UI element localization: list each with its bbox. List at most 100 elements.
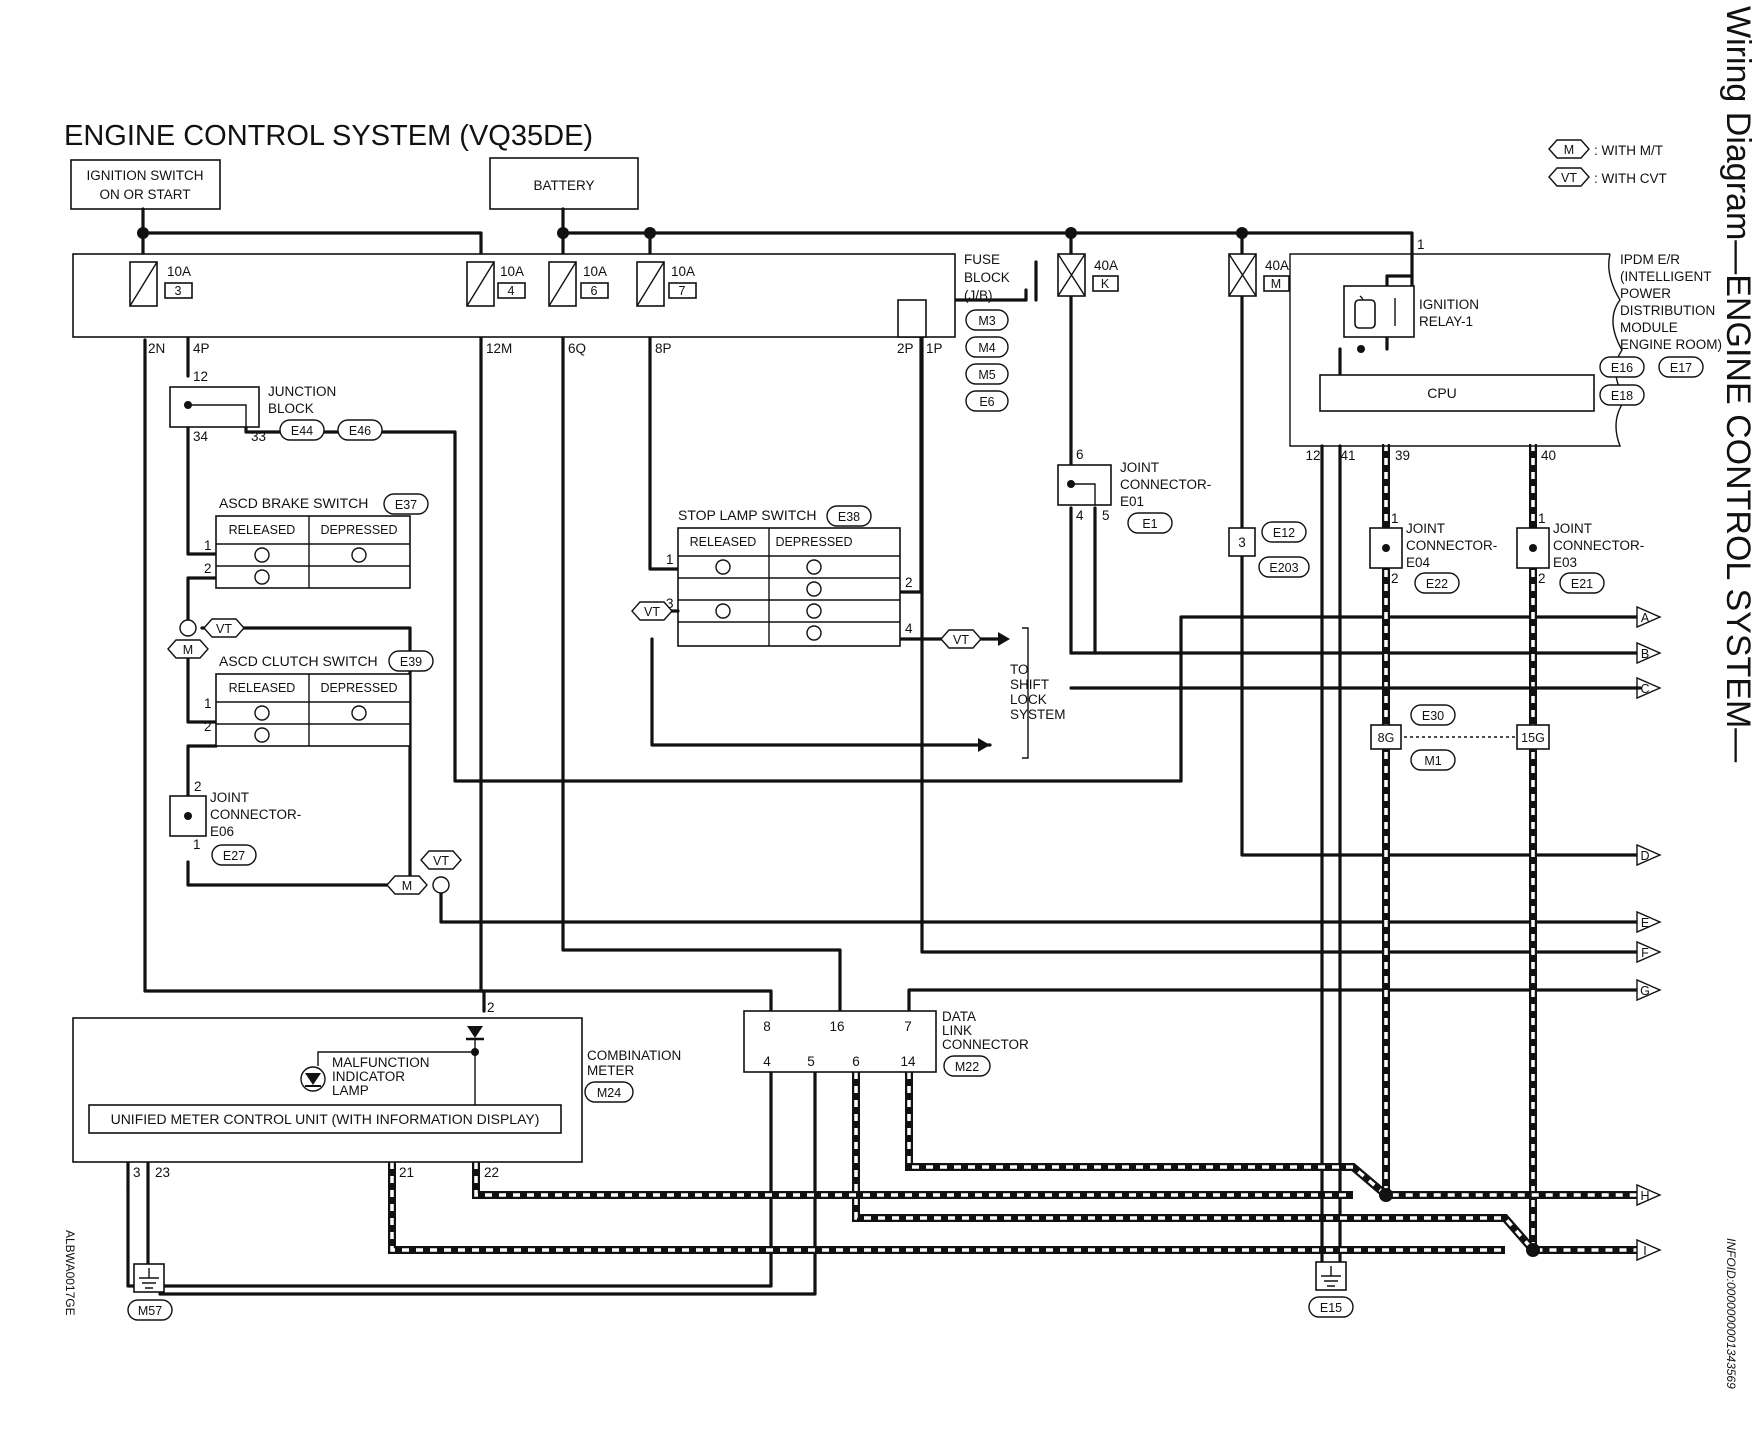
ipdm-label-6: ENGINE ROOM) bbox=[1620, 337, 1722, 352]
fuse-pin-6q: 6Q bbox=[568, 341, 586, 356]
stop-lamp-switch-connector: E38 bbox=[838, 510, 860, 524]
joint-e03-label-2: CONNECTOR- bbox=[1553, 538, 1644, 553]
e30-connector-e30: E30 bbox=[1422, 709, 1444, 723]
stop-lamp-pin-2: 2 bbox=[905, 575, 913, 590]
fusible-link-m-letter: M bbox=[1271, 277, 1281, 291]
ground-m57-label: M57 bbox=[138, 1304, 162, 1318]
diagram-title: ENGINE CONTROL SYSTEM (VQ35DE) bbox=[64, 120, 593, 152]
fuse-3-number: 3 bbox=[175, 284, 182, 298]
legend-text-mt: : WITH M/T bbox=[1594, 143, 1663, 158]
ipdm-label-2: (INTELLIGENT bbox=[1620, 269, 1712, 284]
fuse-block-connector-m5: M5 bbox=[978, 368, 995, 382]
legend-badge-m: M bbox=[1564, 143, 1574, 157]
stop-lamp-pin-1: 1 bbox=[666, 552, 674, 567]
dlc-pin-4: 4 bbox=[763, 1054, 771, 1069]
stop-lamp-released: RELEASED bbox=[690, 535, 757, 549]
cpu-box bbox=[1319, 374, 1595, 412]
ascd-clutch-depressed: DEPRESSED bbox=[320, 681, 397, 695]
fuse-4-number: 4 bbox=[508, 284, 515, 298]
badge-m-2 bbox=[386, 875, 428, 895]
e12-connector-box bbox=[1228, 527, 1256, 557]
cpu-label: CPU bbox=[1427, 385, 1457, 401]
fusible-links bbox=[1057, 253, 1290, 297]
shift-lock-label-2: SHIFT bbox=[1010, 677, 1049, 692]
combination-meter-label-1: COMBINATION bbox=[587, 1048, 681, 1063]
e30-connector-m1: M1 bbox=[1424, 754, 1441, 768]
ipdm-label-4: DISTRIBUTION bbox=[1620, 303, 1715, 318]
stop-lamp-pin-3: 3 bbox=[666, 596, 674, 611]
junction-block-connector-e46: E46 bbox=[349, 424, 371, 438]
dlc-pin-7: 7 bbox=[904, 1019, 912, 1034]
unified-meter-control-unit bbox=[88, 1104, 562, 1134]
shift-lock-label-3: LOCK bbox=[1010, 692, 1047, 707]
ipdm-pin-39: 39 bbox=[1395, 448, 1410, 463]
stop-lamp-switch-table bbox=[677, 527, 901, 647]
solid-wires bbox=[126, 207, 1642, 1296]
joint-e01-pin-5: 5 bbox=[1102, 508, 1110, 523]
ignition-relay-label-2: RELAY-1 bbox=[1419, 314, 1473, 329]
ipdm-connectors bbox=[1599, 356, 1704, 406]
joint-e03-label-1: JOINT bbox=[1553, 521, 1592, 536]
ascd-brake-pin-2: 2 bbox=[204, 561, 212, 576]
side-title: Wiring Diagram—ENGINE CONTROL SYSTEM— bbox=[1719, 6, 1757, 762]
combination-meter-box bbox=[72, 1017, 583, 1163]
ascd-clutch-released: RELEASED bbox=[229, 681, 296, 695]
joint-e01-box bbox=[1057, 464, 1112, 506]
legend: M : WITH M/T VT : WITH CVT bbox=[1548, 139, 1667, 187]
shift-lock-label-1: TO bbox=[1010, 662, 1029, 677]
e30-pin-15g-box bbox=[1516, 724, 1550, 750]
joint-e04-pin-2: 2 bbox=[1391, 571, 1399, 586]
stop-lamp-switch-label: STOP LAMP SWITCH bbox=[678, 507, 816, 523]
joint-e03-label-3: E03 bbox=[1553, 555, 1577, 570]
joint-e01-pin-4: 4 bbox=[1076, 508, 1084, 523]
dlc-pin-5: 5 bbox=[807, 1054, 815, 1069]
fuse-pin-4p: 4P bbox=[193, 341, 210, 356]
battery-label: BATTERY bbox=[533, 178, 594, 193]
joint-e06-label-3: E06 bbox=[210, 824, 234, 839]
output-e: E bbox=[1641, 916, 1649, 930]
e12-connector-pin: 3 bbox=[1238, 535, 1246, 550]
combination-meter-connector: M24 bbox=[597, 1086, 621, 1100]
ground-e15-icon bbox=[1315, 1261, 1347, 1291]
ascd-brake-depressed: DEPRESSED bbox=[320, 523, 397, 537]
junction-block-label-2: BLOCK bbox=[268, 401, 314, 416]
badge-vt-2-text: VT bbox=[433, 854, 449, 868]
e12-connector-e203: E203 bbox=[1269, 561, 1298, 575]
joint-e04-label-3: E04 bbox=[1406, 555, 1431, 570]
badge-m-1 bbox=[167, 639, 209, 659]
fuse-block-label-3: (J/B) bbox=[964, 288, 993, 303]
can-wires bbox=[388, 444, 1640, 1254]
side-code-right: INFOID:0000000001343569 bbox=[1724, 1238, 1738, 1389]
e12-connector-e12: E12 bbox=[1273, 526, 1295, 540]
fuse-block-label-1: FUSE bbox=[964, 252, 1000, 267]
joint-e01-label-1: JOINT bbox=[1120, 460, 1159, 475]
fuse-block-connector-e6: E6 bbox=[979, 395, 994, 409]
joint-e06-label-2: CONNECTOR- bbox=[210, 807, 301, 822]
ipdm-label-5: MODULE bbox=[1620, 320, 1678, 335]
ascd-clutch-switch-connector: E39 bbox=[400, 655, 422, 669]
dlc-pin-8: 8 bbox=[763, 1019, 771, 1034]
junction-block-connector-e44: E44 bbox=[291, 424, 313, 438]
mil-label-2: INDICATOR bbox=[332, 1069, 405, 1084]
fuse-pin-2p: 2P bbox=[897, 341, 914, 356]
fuse-7-amp: 10A bbox=[671, 264, 695, 279]
ipdm-box bbox=[1289, 253, 1626, 447]
output-d: D bbox=[1640, 849, 1649, 863]
ipdm-pin-40: 40 bbox=[1541, 448, 1556, 463]
joint-e01-connector: E1 bbox=[1142, 517, 1157, 531]
ascd-brake-pin-1: 1 bbox=[204, 538, 212, 553]
junction-block-label-1: JUNCTION bbox=[268, 384, 336, 399]
shift-lock-label-4: SYSTEM bbox=[1010, 707, 1066, 722]
joint-e03-connector: E21 bbox=[1571, 577, 1593, 591]
unified-meter-control-unit-label: UNIFIED METER CONTROL UNIT (WITH INFORMA… bbox=[111, 1111, 540, 1127]
fuse-6-number: 6 bbox=[591, 284, 598, 298]
output-arrows bbox=[1069, 605, 1662, 1262]
legend-badge-vt: VT bbox=[1561, 171, 1577, 185]
ipdm-pin-41: 41 bbox=[1340, 448, 1355, 463]
badge-m-2-text: M bbox=[402, 879, 412, 893]
malfunction-indicator-lamp-icon bbox=[300, 1066, 326, 1092]
data-link-connector-box bbox=[743, 1010, 937, 1073]
badge-vt-2 bbox=[420, 850, 462, 870]
badge-m-1-text: M bbox=[183, 643, 193, 657]
